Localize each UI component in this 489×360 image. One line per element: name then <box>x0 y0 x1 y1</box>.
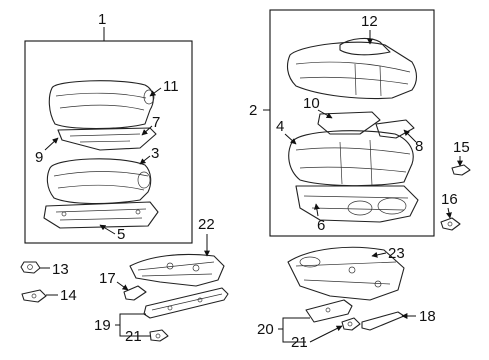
leader-17 <box>116 281 129 291</box>
part-20-track-bracket <box>305 299 353 323</box>
leader-9 <box>44 137 59 151</box>
part-15-clip <box>451 164 471 176</box>
callout-2: 2 <box>249 102 257 119</box>
part-6-seat-base <box>295 185 419 223</box>
part-17-track-lever <box>123 285 147 301</box>
callout-17: 17 <box>99 270 116 287</box>
leader-3 <box>139 155 151 165</box>
callout-11: 11 <box>163 78 179 95</box>
callout-18: 18 <box>419 308 436 325</box>
callout-21-right: 21 <box>291 334 308 351</box>
callout-4: 4 <box>276 118 284 135</box>
part-19-seat-track <box>143 287 229 319</box>
callout-12: 12 <box>361 13 378 30</box>
callout-20: 20 <box>257 321 274 338</box>
part-5-seat-pan <box>43 201 159 229</box>
callout-22: 22 <box>198 216 215 233</box>
callout-10: 10 <box>303 95 320 112</box>
leader-8 <box>403 129 417 143</box>
leader-20 <box>278 317 310 343</box>
callout-5: 5 <box>117 226 125 243</box>
leader-11 <box>149 87 162 97</box>
group-box-right-seat <box>269 9 435 237</box>
callout-15: 15 <box>453 139 470 156</box>
part-7-cushion-pad <box>57 127 157 151</box>
part-4-seat-cushion <box>288 130 414 187</box>
part-12-back-cover <box>286 37 418 100</box>
leader-6 <box>313 203 320 217</box>
callout-6: 6 <box>317 217 325 234</box>
part-21-bolt-right <box>341 317 361 331</box>
part-16-clip <box>440 217 461 231</box>
callout-1: 1 <box>98 11 106 28</box>
callout-14: 14 <box>60 287 77 304</box>
leader-7 <box>141 125 153 136</box>
part-21-bolt-left <box>149 329 169 342</box>
part-3-cushion-foam <box>46 158 152 205</box>
callout-13: 13 <box>52 261 69 278</box>
part-11-cushion-cover <box>48 80 155 130</box>
part-18-track-rail <box>361 311 405 331</box>
part-23-seat-adjuster-frame <box>287 246 405 301</box>
callout-16: 16 <box>441 191 458 208</box>
leader-10 <box>317 109 333 119</box>
callout-23: 23 <box>388 245 405 262</box>
part-22-seat-adjuster-frame <box>129 253 225 287</box>
callout-19: 19 <box>94 317 111 334</box>
leader-19 <box>115 313 150 337</box>
callout-3: 3 <box>151 145 159 162</box>
callout-8: 8 <box>415 138 423 155</box>
part-13-nut <box>20 261 41 274</box>
leader-21-right <box>309 325 343 343</box>
part-10-back-pad <box>317 111 381 135</box>
callout-21-left: 21 <box>125 328 142 345</box>
part-14-bracket <box>21 289 47 303</box>
callout-7: 7 <box>152 114 160 131</box>
leader-5 <box>99 224 116 235</box>
group-box-left-seat <box>24 40 193 244</box>
leader-16 <box>445 207 452 219</box>
leader-23 <box>371 251 387 258</box>
callout-9: 9 <box>35 149 43 166</box>
leader-4 <box>284 133 297 145</box>
part-8-trim-piece <box>375 119 415 139</box>
